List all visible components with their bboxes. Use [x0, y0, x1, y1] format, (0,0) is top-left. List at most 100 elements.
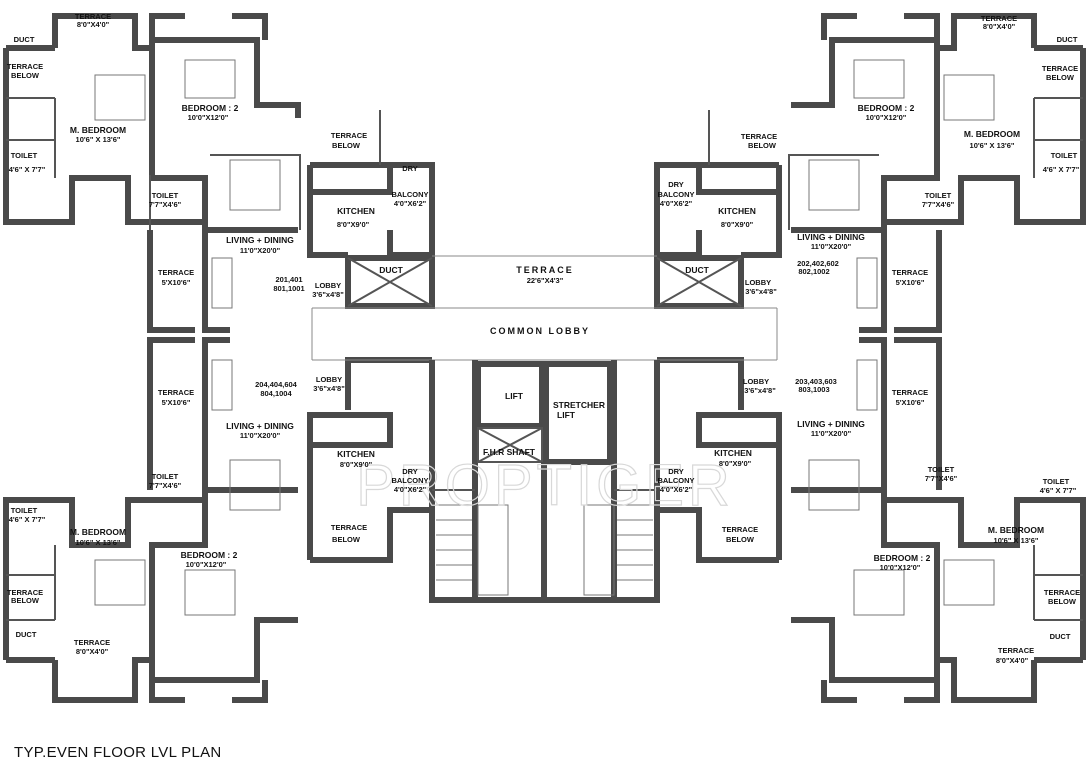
- bl-flat-nos-1: 204,404,604: [255, 380, 298, 389]
- bl-toilet2-label: TOILET: [152, 472, 179, 481]
- tl-terrace-below-2: BELOW: [11, 71, 40, 80]
- br-flat-nos-2: 803,1003: [798, 385, 829, 394]
- stretcher-lift-label-2: LIFT: [557, 410, 576, 420]
- tr-m-bedroom-label: M. BEDROOM: [964, 129, 1020, 139]
- tl-terrace-below-1: TERRACE: [7, 62, 43, 71]
- tr-terrace-below-1: TERRACE: [1042, 64, 1078, 73]
- tr-balcony-label: BALCONY: [657, 190, 694, 199]
- bl-toilet-dim: 4'6" X 7'7": [9, 515, 46, 524]
- tr-dry-dim: 4'0"X6'2": [660, 199, 693, 208]
- bl-terrace-below-2: BELOW: [332, 535, 361, 544]
- bl-m-bedroom-label: M. BEDROOM: [70, 527, 126, 537]
- bl-terrace-below-1: TERRACE: [331, 523, 367, 532]
- tl-terrace-below-2b: BELOW: [332, 141, 361, 150]
- tr-toilet-dim: 4'6" X 7'7": [1043, 165, 1080, 174]
- fhr-shaft-label: F.H.R SHAFT: [483, 447, 536, 457]
- tr-side-terrace-label: TERRACE: [892, 268, 928, 277]
- tr-dry-label: DRY: [668, 180, 684, 189]
- tl-side-terrace-dim: 5'X10'6": [162, 278, 191, 287]
- tl-lobby-label: LOBBY: [315, 281, 341, 290]
- bl-flat-nos-2: 804,1004: [260, 389, 292, 398]
- tl-side-terrace-label: TERRACE: [158, 268, 194, 277]
- tr-duct-label: DUCT: [1057, 35, 1078, 44]
- stretcher-lift-label-1: STRETCHER: [553, 400, 605, 410]
- bl-toilet-label: TOILET: [11, 506, 38, 515]
- tr-toilet2-label: TOILET: [925, 191, 952, 200]
- bl-bedroom2-label: BEDROOM : 2: [181, 550, 238, 560]
- br-dry-dim: 4'0"X6'2": [660, 485, 693, 494]
- tr-bedroom2-dim: 10'0"X12'0": [866, 113, 907, 122]
- tl-living-label: LIVING + DINING: [226, 235, 294, 245]
- bl-lobby-label: LOBBY: [316, 375, 342, 384]
- tr-toilet2-dim: 7'7"X4'6": [922, 200, 955, 209]
- bl-toilet2-dim: 7'7"X4'6": [149, 481, 182, 490]
- lift-label: LIFT: [505, 391, 524, 401]
- tr-toilet-label: TOILET: [1051, 151, 1078, 160]
- tr-terrace-label: TERRACE: [981, 14, 1017, 23]
- tl-flat-nos-2: 801,1001: [273, 284, 304, 293]
- br-living-dim: 11'0"X20'0": [811, 429, 852, 438]
- tr-terrace-dim: 8'0"X4'0": [983, 22, 1016, 31]
- tl-living-dim: 11'0"X20'0": [240, 246, 281, 255]
- br-living-label: LIVING + DINING: [797, 419, 865, 429]
- furniture: [94, 59, 995, 616]
- br-kitchen-dim: 8'0"X9'0": [719, 459, 752, 468]
- br-lobby-label: LOBBY: [743, 377, 769, 386]
- tr-kitchen-dim: 8'0"X9'0": [721, 220, 754, 229]
- bl-dry-label: DRY: [402, 467, 418, 476]
- br-toilet-dim: 4'6" X 7'7": [1040, 486, 1077, 495]
- tl-kitchen-label: KITCHEN: [337, 206, 375, 216]
- tr-side-terrace-dim: 5'X10'6": [896, 278, 925, 287]
- tr-m-bedroom-dim: 10'6" X 13'6": [970, 141, 1015, 150]
- br-terrace-below-1: TERRACE: [722, 525, 758, 534]
- bl-dry-dim: 4'0"X6'2": [394, 485, 427, 494]
- br-dry-label: DRY: [668, 467, 684, 476]
- bl-terrace-label: TERRACE: [74, 638, 110, 647]
- tl-terrace-below-1b: TERRACE: [331, 131, 367, 140]
- tl-toilet2-label: TOILET: [152, 191, 179, 200]
- bl-kitchen-label: KITCHEN: [337, 449, 375, 459]
- bl-terrace-below-2c: BELOW: [11, 596, 40, 605]
- bl-balcony-label: BALCONY: [391, 476, 428, 485]
- bl-living-dim: 11'0"X20'0": [240, 431, 281, 440]
- bl-side-terrace-dim: 5'X10'6": [162, 398, 191, 407]
- br-flat-nos-1: 203,403,603: [795, 377, 837, 386]
- br-side-terrace-label: TERRACE: [892, 388, 928, 397]
- tr-lobby-dim: 3'6"x4'8": [745, 287, 777, 296]
- tr-living-label: LIVING + DINING: [797, 232, 865, 242]
- tl-m-bedroom-label: M. BEDROOM: [70, 125, 126, 135]
- bl-kitchen-dim: 8'0"X9'0": [340, 460, 373, 469]
- duct-left-label: DUCT: [379, 265, 403, 275]
- br-toilet2-label: TOILET: [928, 465, 955, 474]
- br-terrace-label: TERRACE: [998, 646, 1034, 655]
- br-kitchen-label: KITCHEN: [714, 448, 752, 458]
- br-bedroom2-dim: 10'0"X12'0": [880, 563, 921, 572]
- core-terrace-label: TERRACE: [516, 265, 574, 275]
- br-balcony-label: BALCONY: [657, 476, 694, 485]
- watermark: PROPTIGER: [356, 453, 734, 518]
- flat-top-right-walls: [654, 13, 1086, 333]
- br-lobby-dim: 3'6"x4'8": [744, 386, 776, 395]
- br-terrace-below-1c: TERRACE: [1044, 588, 1080, 597]
- flat-bottom-left-walls: [3, 337, 435, 703]
- tr-terrace-below-2b: BELOW: [748, 141, 777, 150]
- tr-living-dim: 11'0"X20'0": [811, 242, 852, 251]
- tl-dry-label: DRY: [402, 164, 418, 173]
- bl-living-label: LIVING + DINING: [226, 421, 294, 431]
- tl-terrace-dim: 8'0"X4'0": [77, 20, 110, 29]
- tr-terrace-below-1b: TERRACE: [741, 132, 777, 141]
- bl-bedroom2-dim: 10'0"X12'0": [186, 560, 227, 569]
- tr-flat-nos-1: 202,402,602: [797, 259, 839, 268]
- bl-terrace-below-1c: TERRACE: [7, 588, 43, 597]
- tr-kitchen-label: KITCHEN: [718, 206, 756, 216]
- core-walls: [311, 255, 778, 603]
- core-terrace-dim: 22'6"X4'3": [527, 276, 564, 285]
- tl-flat-nos-1: 201,401: [275, 275, 302, 284]
- tr-flat-nos-2: 802,1002: [798, 267, 829, 276]
- br-side-terrace-dim: 5'X10'6": [896, 398, 925, 407]
- tl-balcony-label: BALCONY: [391, 190, 428, 199]
- tr-bedroom2-label: BEDROOM : 2: [858, 103, 915, 113]
- br-terrace-below-2c: BELOW: [1048, 597, 1077, 606]
- tl-kitchen-dim: 8'0"X9'0": [337, 220, 370, 229]
- flat-top-left-walls: [3, 13, 435, 333]
